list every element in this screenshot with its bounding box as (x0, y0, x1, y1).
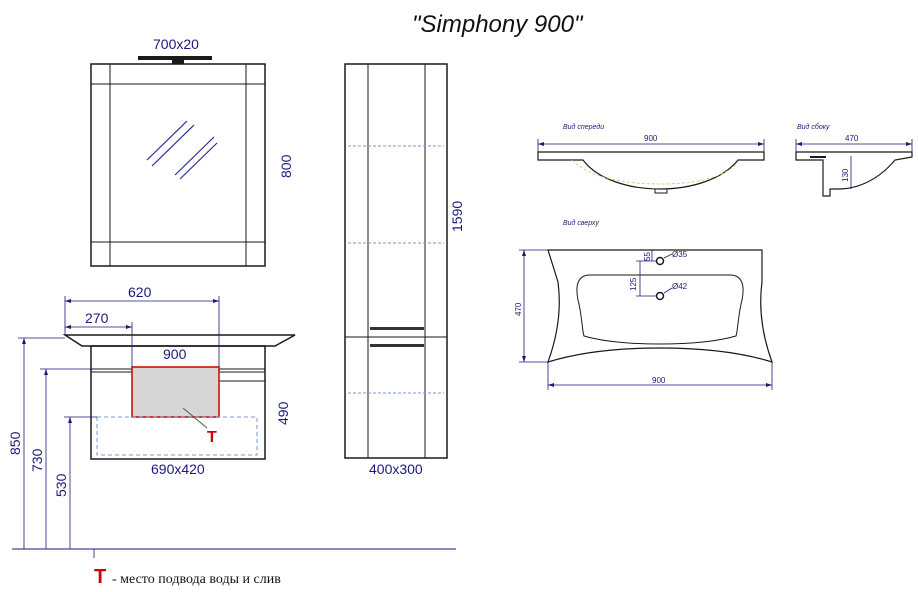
sink-side-depth: 470 (845, 134, 859, 143)
sink-front-label: Вид спереди (563, 123, 604, 131)
sink-top-width: 900 (652, 376, 666, 385)
dim-620: 620 (128, 284, 152, 300)
mirror: 700x20 800 (90, 36, 294, 267)
dim-850: 850 (7, 431, 23, 455)
water-outlet-marker: T (207, 429, 217, 446)
legend: T - место подвода воды и слив (94, 566, 281, 588)
tall-column: 1590 400x300 (344, 63, 465, 477)
column-height: 1590 (449, 201, 465, 232)
hole-d35: Ø35 (672, 250, 688, 259)
dim-125: 125 (629, 277, 638, 291)
sink-front-width: 900 (644, 134, 658, 143)
sink-side-label: Вид сбоку (797, 123, 830, 131)
dim-900-top: 900 (163, 346, 187, 362)
mirror-lamp (138, 56, 212, 64)
dim-730: 730 (29, 448, 45, 472)
dim-530: 530 (53, 473, 69, 497)
sink-side-view: Вид сбоку 470 130 (795, 123, 913, 197)
dim-490: 490 (275, 401, 291, 425)
sink-top-label: Вид сверху (563, 219, 599, 227)
drawer-outline (96, 416, 258, 456)
mirror-lamp-size: 700x20 (153, 36, 199, 52)
dim-270: 270 (85, 310, 109, 326)
drawing-title: "Simphony 900" (412, 11, 584, 38)
sink-side-height: 130 (841, 168, 850, 182)
dim-55: 55 (643, 252, 652, 261)
sink-top-view: Вид сверху Ø35 Ø42 55 125 470 900 (514, 219, 773, 390)
legend-text: - место подвода воды и слив (112, 572, 281, 587)
hole-d42: Ø42 (672, 282, 688, 291)
sink-front-view: Вид спереди 900 (537, 123, 765, 194)
mirror-height: 800 (278, 154, 294, 178)
service-zone (131, 366, 220, 418)
mirror-glass-reflection (146, 120, 188, 161)
legend-symbol: T (94, 566, 106, 588)
drawer-size: 690x420 (151, 461, 205, 477)
column-size: 400x300 (369, 461, 423, 477)
vanity-cabinet: T 620 270 900 690x420 490 850 730 530 (7, 284, 456, 558)
sink-top-depth: 470 (514, 302, 523, 316)
